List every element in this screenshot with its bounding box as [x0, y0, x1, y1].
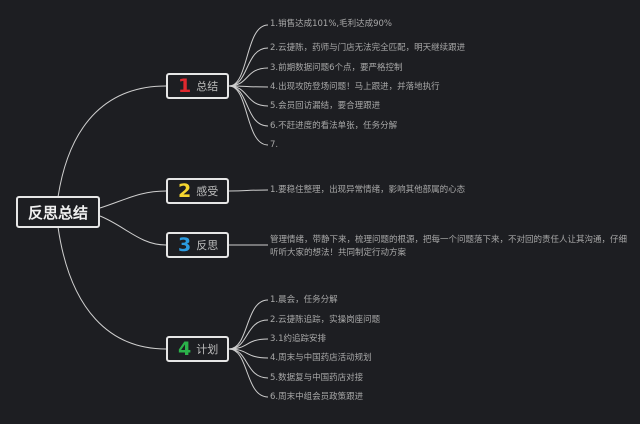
leaf-connector — [228, 24, 269, 87]
branch-label: 计划 — [196, 343, 219, 356]
root-connector — [57, 226, 167, 350]
leaf-connector — [228, 348, 269, 398]
leaf-item: 1.要稳住整理，出现异常情绪，影响其他部属的心态 — [270, 185, 466, 195]
leaf-item: 5.数据复与中国药店对接 — [270, 373, 364, 383]
leaf-item: 6.周末中组会员政策跟进 — [270, 392, 364, 402]
leaf-item: 5.会员回访漏结，要合理跟进 — [270, 101, 381, 111]
leaf-item: 4.周末与中国药店活动规划 — [270, 353, 372, 363]
branch-reflection[interactable]: 3 反思 — [166, 232, 229, 258]
branch-label: 反思 — [196, 239, 219, 252]
branch-number: 2 — [178, 179, 192, 202]
branch-plan[interactable]: 4 计划 — [166, 336, 229, 362]
leaf-connector — [228, 299, 269, 350]
branch-number: 4 — [178, 337, 192, 360]
root-connector — [99, 215, 167, 246]
leaf-item: 4.出现攻防登场问题！马上跟进，并落地执行 — [270, 82, 440, 92]
branch-number: 3 — [178, 233, 192, 256]
leaf-item: 3.1约追踪安排 — [270, 334, 327, 344]
branch-label: 感受 — [196, 185, 219, 198]
leaf-item: 管理情绪，带静下来，梳理问题的根源，把每一个问题落下来，不对回的责任人让其沟通，… — [270, 235, 628, 258]
leaf-connector — [228, 348, 269, 379]
leaf-connector — [228, 319, 269, 350]
leaf-connector — [228, 67, 269, 87]
leaf-connector — [228, 85, 269, 107]
branch-number: 1 — [178, 74, 192, 97]
branch-label: 总结 — [196, 80, 219, 93]
root-node[interactable]: 反思总结 — [16, 196, 100, 228]
leaf-item: 1.晨会，任务分解 — [270, 295, 338, 305]
leaf-item: 3.前期数据问题6个点，要严格控制 — [270, 63, 403, 73]
leaf-connector — [228, 47, 269, 87]
leaf-connector — [228, 189, 269, 192]
root-connector — [99, 190, 167, 209]
leaf-item: 1.销售达成101%,毛利达成90% — [270, 19, 393, 29]
branch-summary[interactable]: 1 总结 — [166, 73, 229, 99]
leaf-item: 7. — [270, 140, 279, 150]
branch-feelings[interactable]: 2 感受 — [166, 178, 229, 204]
root-label: 反思总结 — [27, 203, 88, 222]
leaf-item: 2.云捷陈，药师与门店无法完全匹配，明天继续跟进 — [270, 43, 466, 53]
leaf-connector — [228, 338, 269, 350]
leaf-item: 6.不赶进度的看法单张，任务分解 — [270, 121, 398, 131]
leaf-connector — [228, 85, 269, 146]
root-connector — [57, 85, 167, 198]
leaf-item: 2.云捷陈追踪，实操岗座问题 — [270, 315, 381, 325]
